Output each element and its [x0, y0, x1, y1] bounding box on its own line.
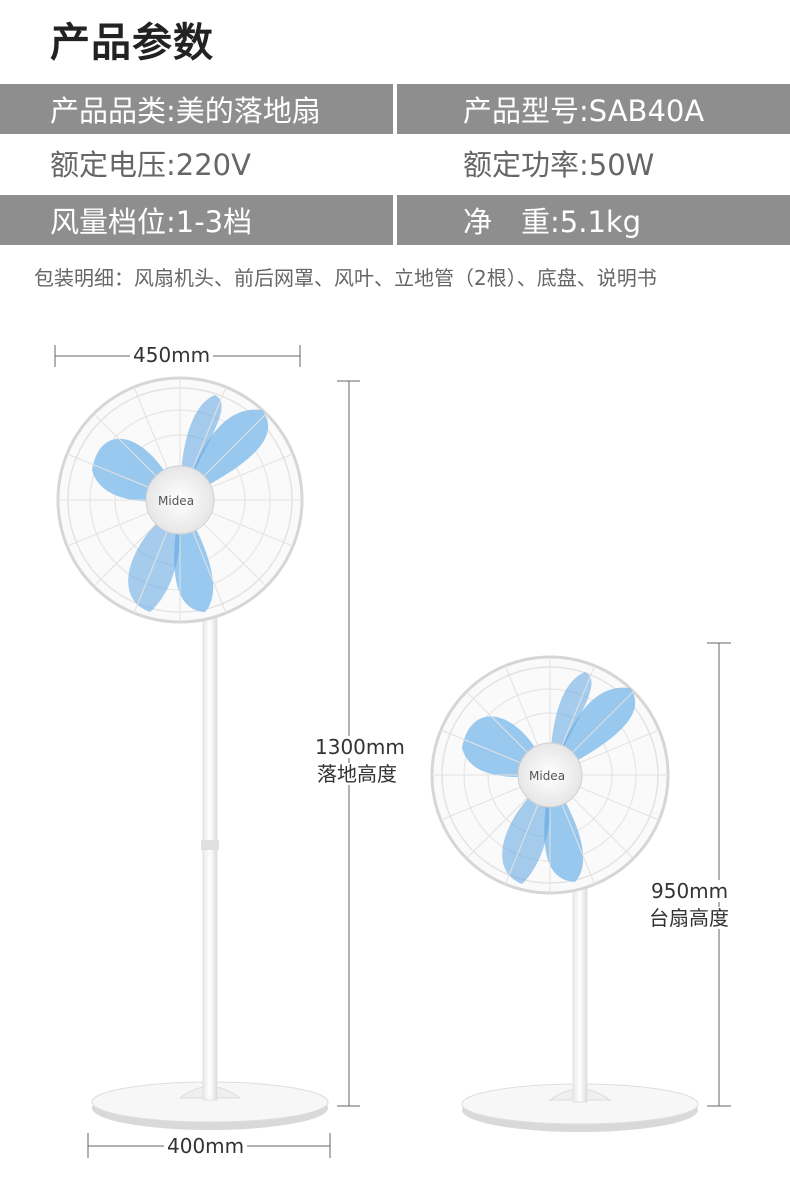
base-width-label: 400mm — [164, 1135, 248, 1157]
spec-voltage: 额定电压:220V — [0, 138, 397, 188]
spec-power: 额定功率:50W — [397, 138, 790, 188]
spec-row-2: 额定电压:220V 额定功率:50W — [0, 138, 790, 188]
spec-category: 产品品类:美的落地扇 — [0, 84, 397, 134]
package-contents: 包装明细：风扇机头、前后网罩、风叶、立地管（2根）、底盘、说明书 — [34, 266, 657, 290]
table-height-label: 台扇高度 — [646, 907, 732, 929]
table-height-value: 950mm — [648, 880, 732, 902]
table-fan-logo: Midea — [529, 769, 565, 783]
floor-fan: Midea — [56, 376, 329, 1130]
spec-speeds: 风量档位:1-3档 — [0, 195, 397, 245]
spec-row-1: 产品品类:美的落地扇 产品型号:SAB40A — [0, 84, 790, 134]
head-width-label: 450mm — [130, 344, 214, 366]
floor-fan-logo: Midea — [158, 494, 194, 508]
spec-model: 产品型号:SAB40A — [397, 84, 790, 134]
spec-weight: 净 重:5.1kg — [397, 195, 790, 245]
floor-height-label: 落地高度 — [314, 763, 400, 785]
floor-height-value: 1300mm — [312, 736, 408, 758]
table-fan: Midea — [430, 655, 699, 1132]
page-title: 产品参数 — [50, 20, 214, 66]
spec-row-3: 风量档位:1-3档 净 重:5.1kg — [0, 195, 790, 245]
